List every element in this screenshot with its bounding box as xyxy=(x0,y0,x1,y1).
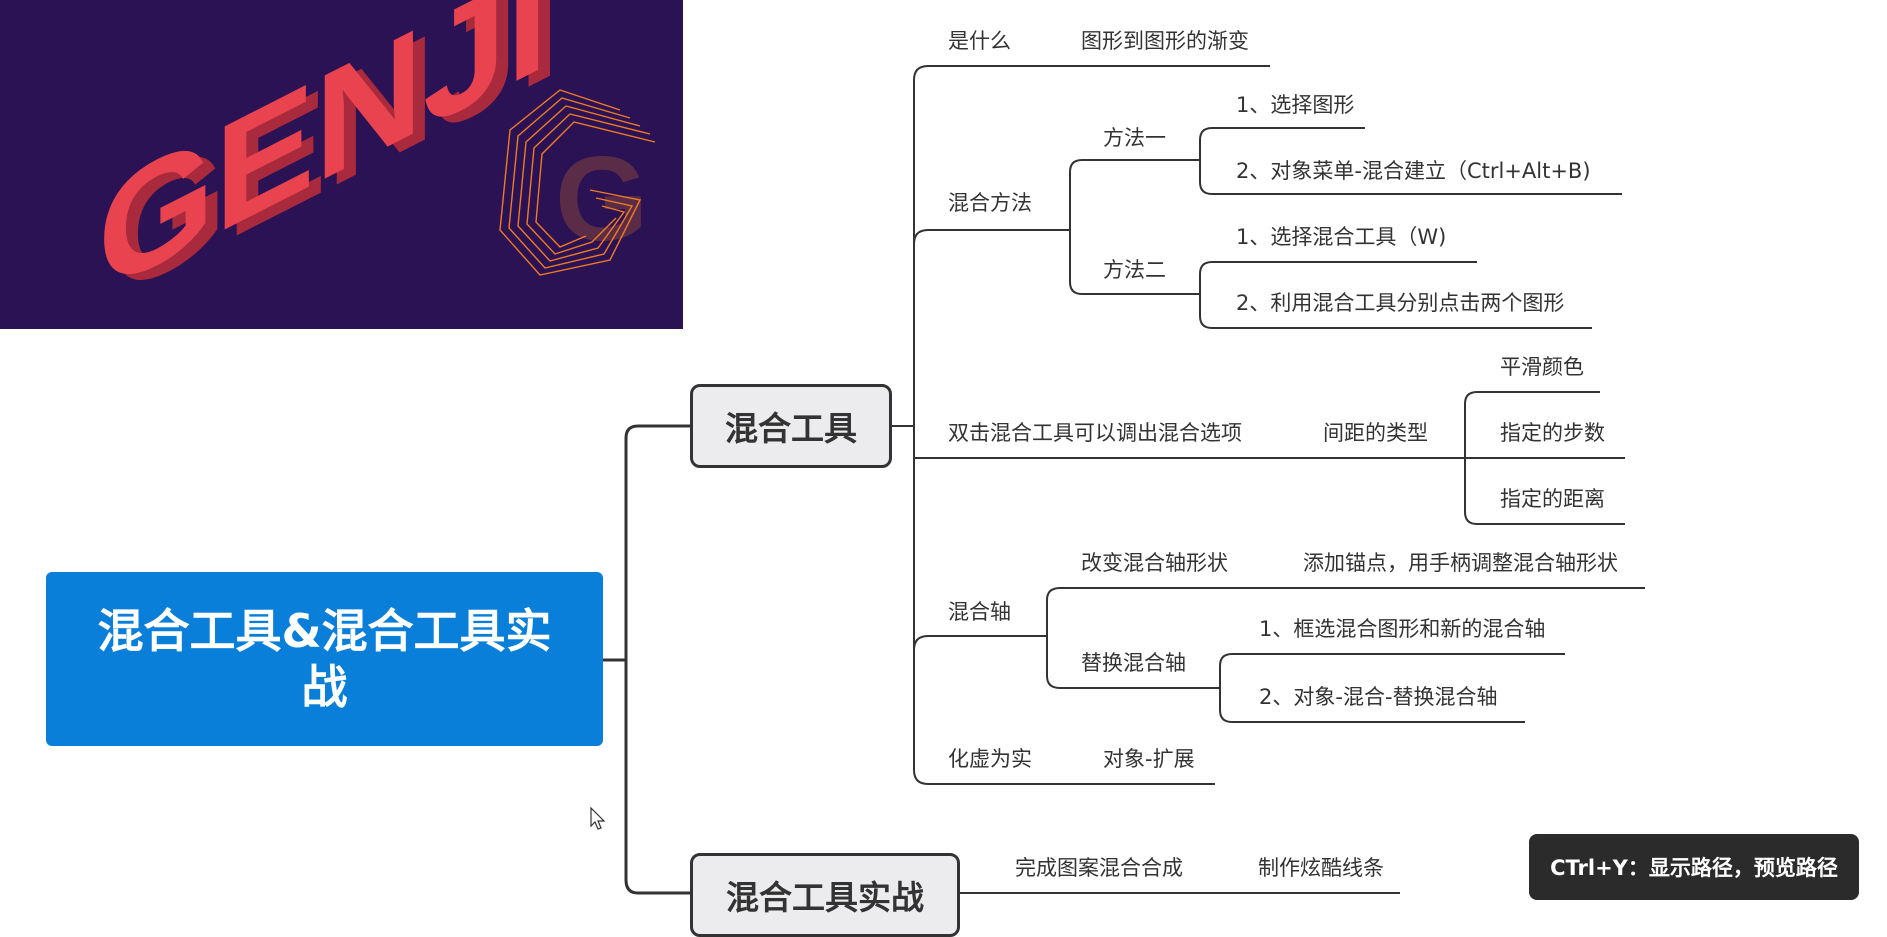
node-spacing-smooth-color[interactable]: 平滑颜色 xyxy=(1500,355,1584,379)
node-spacing-type[interactable]: 间距的类型 xyxy=(1323,421,1428,445)
node-pattern-blend[interactable]: 完成图案混合合成 xyxy=(1015,856,1183,880)
node-replace-axis-step1[interactable]: 1、框选混合图形和新的混合轴 xyxy=(1259,617,1546,641)
node-what-is-value[interactable]: 图形到图形的渐变 xyxy=(1081,29,1249,53)
topic-blend-tool[interactable]: 混合工具 xyxy=(690,384,892,468)
topic-blend-tool-label: 混合工具 xyxy=(725,409,857,448)
node-pattern-blend-value[interactable]: 制作炫酷线条 xyxy=(1258,856,1384,880)
root-topic-label: 混合工具&混合工具实战 xyxy=(97,604,552,714)
shortcut-tooltip-text: CTrl+Y：显示路径，预览路径 xyxy=(1550,856,1838,880)
node-method-two-step2[interactable]: 2、利用混合工具分别点击两个图形 xyxy=(1236,291,1565,315)
node-blend-methods[interactable]: 混合方法 xyxy=(948,191,1032,215)
node-blend-axis[interactable]: 混合轴 xyxy=(948,600,1011,624)
node-method-one[interactable]: 方法一 xyxy=(1103,126,1166,150)
node-method-one-step1[interactable]: 1、选择图形 xyxy=(1236,93,1355,117)
node-replace-axis-step2[interactable]: 2、对象-混合-替换混合轴 xyxy=(1259,685,1498,709)
connector-lines xyxy=(603,65,1645,895)
node-replace-axis[interactable]: 替换混合轴 xyxy=(1081,651,1186,675)
svg-text:G: G xyxy=(555,132,648,266)
root-topic[interactable]: 混合工具&混合工具实战 xyxy=(46,572,603,746)
topic-blend-practice[interactable]: 混合工具实战 xyxy=(690,853,960,937)
node-change-axis-shape-value[interactable]: 添加锚点，用手柄调整混合轴形状 xyxy=(1303,551,1618,575)
topic-blend-practice-label: 混合工具实战 xyxy=(726,878,924,917)
node-method-two[interactable]: 方法二 xyxy=(1103,258,1166,282)
node-virtual-to-real-value[interactable]: 对象-扩展 xyxy=(1103,747,1195,771)
mouse-pointer-icon xyxy=(590,807,606,830)
node-virtual-to-real[interactable]: 化虚为实 xyxy=(948,747,1032,771)
node-method-two-step1[interactable]: 1、选择混合工具（W) xyxy=(1236,225,1447,249)
genji-banner-image: GENJI GENJI G xyxy=(0,0,683,329)
shortcut-tooltip: CTrl+Y：显示路径，预览路径 xyxy=(1529,834,1859,900)
node-blend-options[interactable]: 双击混合工具可以调出混合选项 xyxy=(948,421,1242,445)
node-spacing-specified-distance[interactable]: 指定的距离 xyxy=(1500,487,1605,511)
node-spacing-specified-steps[interactable]: 指定的步数 xyxy=(1500,421,1605,445)
node-method-one-step2[interactable]: 2、对象菜单-混合建立（Ctrl+Alt+B) xyxy=(1236,159,1591,183)
genji-logo-graphic: GENJI GENJI G xyxy=(98,0,656,329)
node-change-axis-shape[interactable]: 改变混合轴形状 xyxy=(1081,551,1228,575)
node-what-is[interactable]: 是什么 xyxy=(948,29,1011,53)
g-wireframe-logo: G xyxy=(499,89,656,276)
